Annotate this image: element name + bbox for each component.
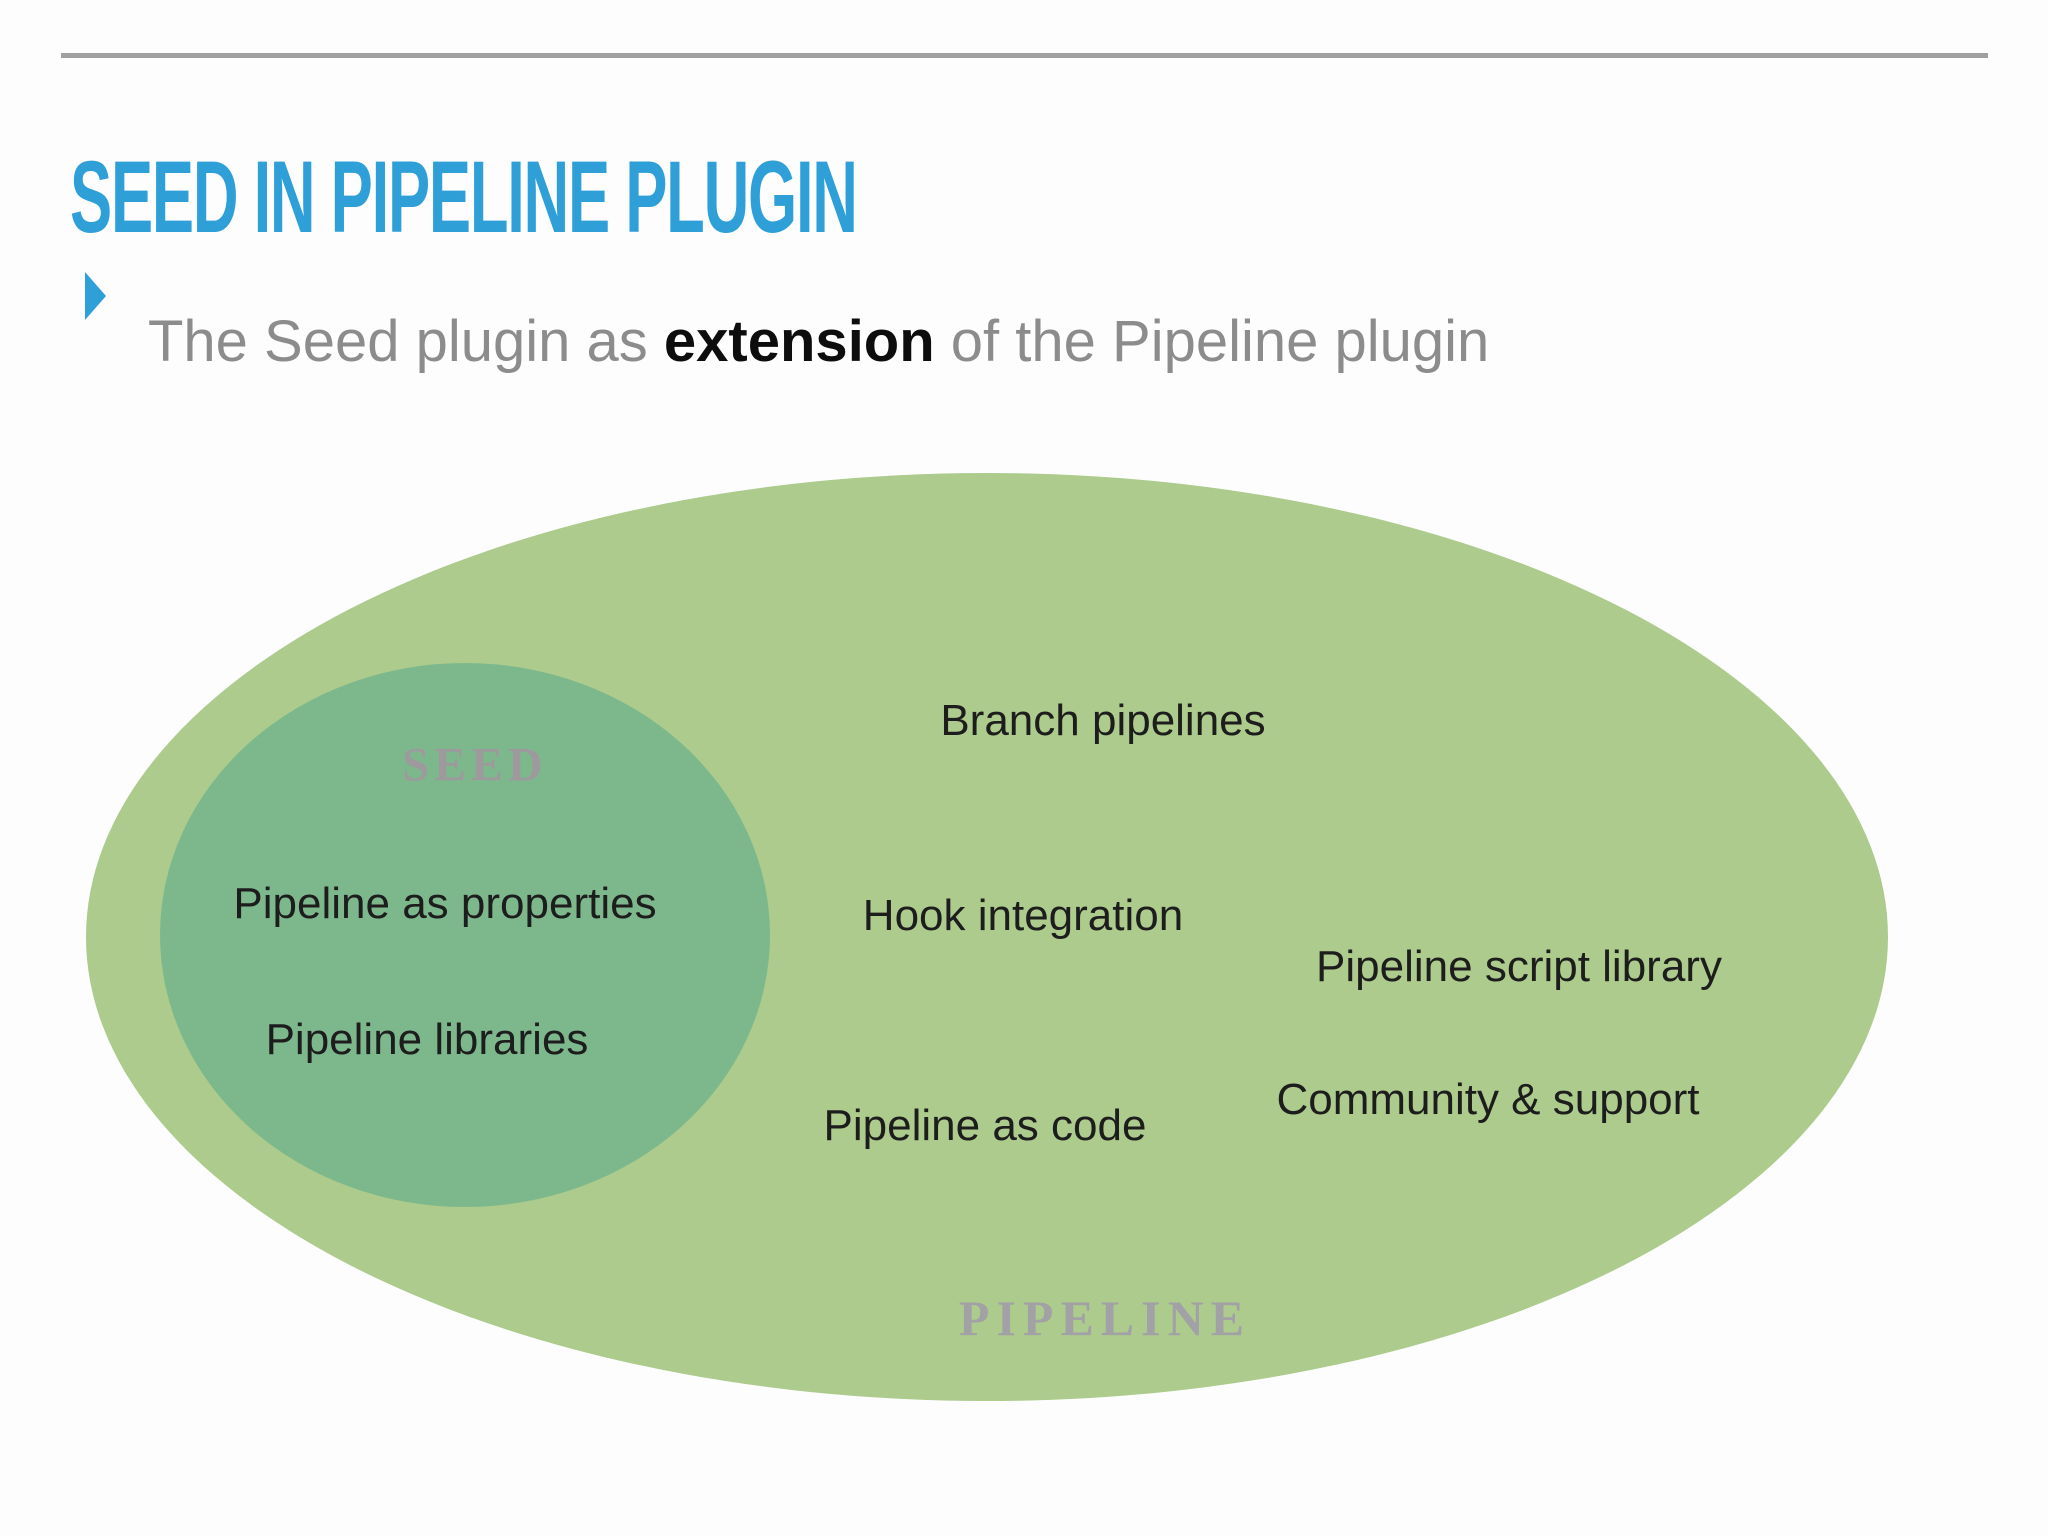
bullet-text-prefix: The Seed plugin as (148, 309, 664, 374)
pipeline-item-branch-pipelines: Branch pipelines (940, 696, 1266, 745)
seed-set-label: SEED (402, 738, 548, 792)
bullet-triangle-icon (85, 272, 106, 320)
pipeline-item-hook-integration: Hook integration (862, 891, 1184, 940)
bullet-text-emphasis: extension (663, 309, 935, 374)
seed-item-pipeline-as-properties: Pipeline as properties (233, 879, 657, 928)
pipeline-set-label: PIPELINE (958, 1290, 1252, 1346)
pipeline-item-script-library: Pipeline script library (1316, 942, 1722, 991)
seed-item-pipeline-libraries: Pipeline libraries (265, 1015, 589, 1064)
bullet-text: The Seed plugin as extension of the Pipe… (148, 306, 1489, 379)
pipeline-item-community-support: Community & support (1276, 1075, 1700, 1124)
bullet-text-suffix: of the Pipeline plugin (934, 309, 1490, 374)
seed-set-circle (160, 663, 770, 1207)
top-divider-rule (61, 53, 1988, 58)
pipeline-item-pipeline-as-code: Pipeline as code (823, 1101, 1147, 1150)
slide-title: SEED IN PIPELINE PLUGIN (70, 140, 858, 255)
